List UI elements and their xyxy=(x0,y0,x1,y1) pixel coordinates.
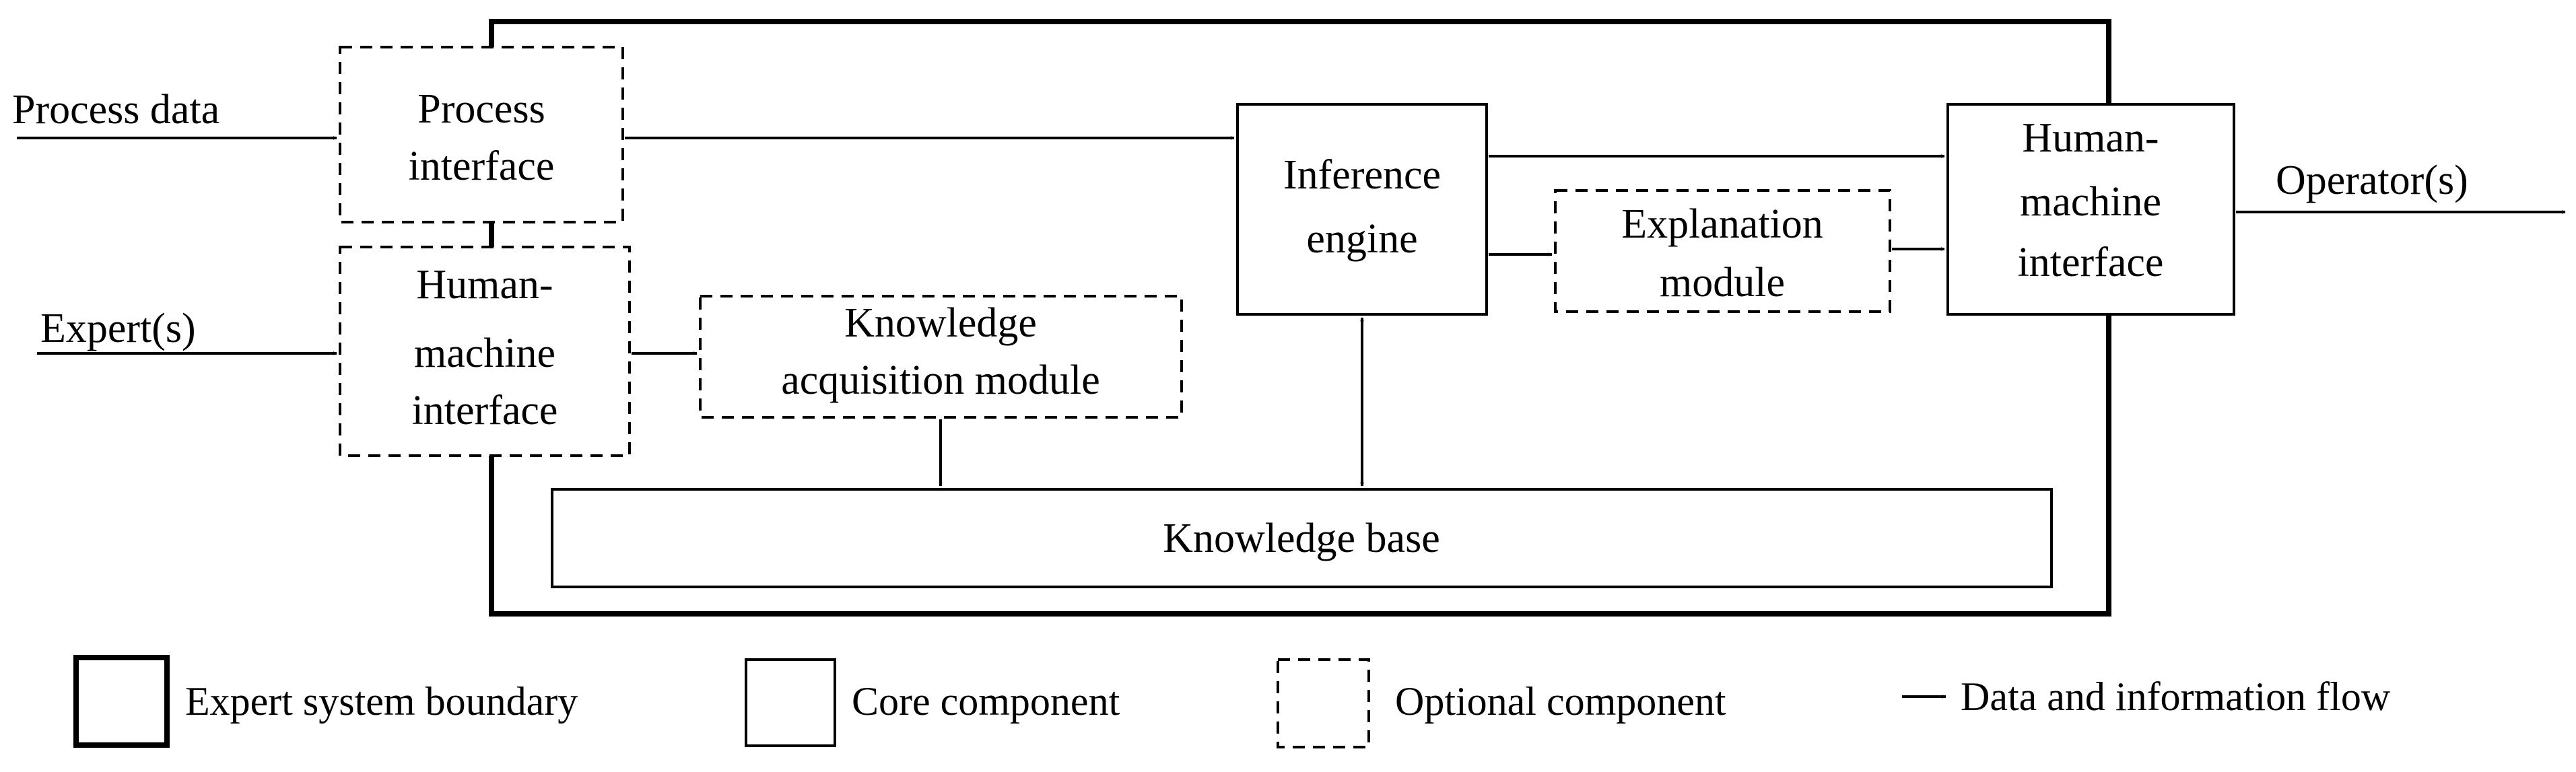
knowledge-acquisition-label-line1: Knowledge xyxy=(844,300,1037,346)
hmi-left-label-line1: Human- xyxy=(416,262,553,308)
process-interface-box xyxy=(339,46,624,223)
legend-flow-label: Data and information flow xyxy=(1961,674,2391,719)
inference-engine-box xyxy=(1236,103,1488,316)
legend-optional-label: Optional component xyxy=(1395,679,1726,724)
explanation-module-label-line2: module xyxy=(1660,260,1785,306)
process-interface-label-line2: interface xyxy=(409,143,555,189)
legend-optional-swatch xyxy=(1277,658,1370,748)
legend-boundary-label: Expert system boundary xyxy=(185,679,578,724)
knowledge-acquisition-label-line2: acquisition module xyxy=(781,357,1100,403)
explanation-module-box xyxy=(1554,189,1891,313)
inference-engine-label-line2: engine xyxy=(1306,216,1417,262)
hmi-left-label-line2: machine xyxy=(414,330,555,376)
process-interface-label-line1: Process xyxy=(417,86,545,132)
hmi-right-label-line2: machine xyxy=(2020,179,2161,225)
hmi-right-label-line3: interface xyxy=(2018,240,2164,285)
hmi-right-label-line1: Human- xyxy=(2022,115,2159,161)
knowledge-base-label: Knowledge base xyxy=(1163,516,1439,561)
hmi-right-box xyxy=(1946,103,2235,316)
hmi-left-label-line3: interface xyxy=(412,388,558,433)
knowledge-acquisition-box xyxy=(699,295,1183,419)
explanation-module-label-line1: Explanation xyxy=(1621,201,1823,247)
legend-boundary-swatch xyxy=(73,655,170,748)
process-data-label: Process data xyxy=(12,87,219,133)
inference-engine-label-line1: Inference xyxy=(1283,152,1441,198)
experts-label: Expert(s) xyxy=(40,306,196,351)
knowledge-base-box xyxy=(551,488,2053,588)
legend-core-label: Core component xyxy=(852,679,1120,724)
legend-core-swatch xyxy=(745,658,836,747)
operators-label: Operator(s) xyxy=(2276,157,2468,203)
hmi-left-box xyxy=(339,246,631,457)
